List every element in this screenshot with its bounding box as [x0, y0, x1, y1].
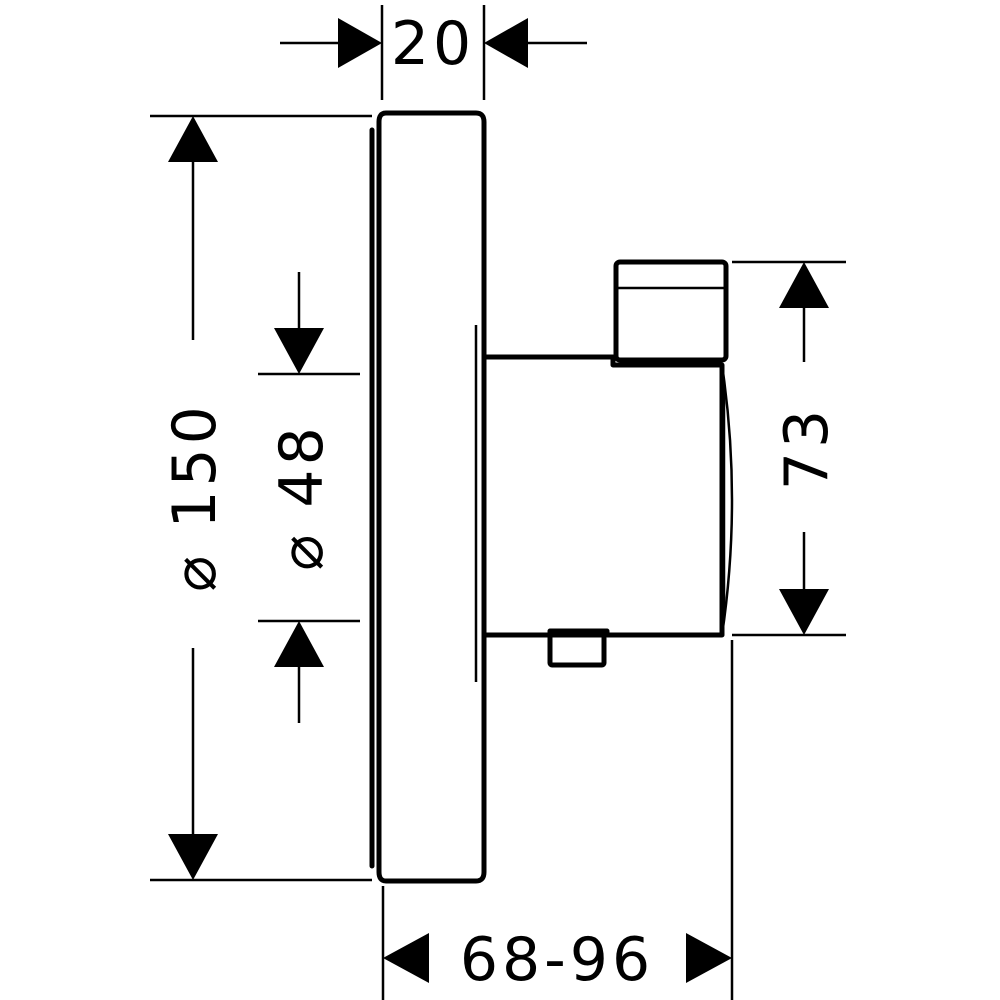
- dimension-depth-bottom: 68-96: [381, 640, 734, 1000]
- dimension-label-height: ⌀ 150: [160, 402, 230, 592]
- dimension-label-inner-diameter: ⌀ 48: [267, 423, 337, 571]
- arrow-left-icon: [484, 18, 528, 68]
- arrow-down-icon: [168, 834, 218, 880]
- dimension-height-right: 73: [732, 260, 846, 637]
- faceplate-outline: [376, 110, 487, 884]
- arrow-down-icon: [779, 589, 829, 635]
- arrow-up-icon: [168, 116, 218, 162]
- arrow-right-icon: [338, 18, 382, 68]
- dimension-width-top: 20: [280, 5, 587, 100]
- dimension-label-width: 20: [391, 9, 475, 79]
- valve-body: [481, 259, 734, 668]
- dimension-label-height-right: 73: [772, 406, 842, 490]
- faceplate: [369, 110, 487, 884]
- valve-body-outline: [481, 354, 725, 638]
- arrow-left-icon: [383, 933, 429, 983]
- valve-bottom-stub: [547, 632, 607, 668]
- arrow-right-icon: [686, 933, 732, 983]
- valve-right-curve: [720, 364, 734, 636]
- arrow-up-icon: [274, 621, 324, 667]
- arrow-up-icon: [779, 262, 829, 308]
- dimension-inner-diameter: ⌀ 48: [258, 272, 360, 723]
- arrow-down-icon: [274, 328, 324, 374]
- dimension-label-depth: 68-96: [460, 925, 654, 995]
- valve-top-knob: [613, 259, 729, 363]
- dimension-height-left: ⌀ 150: [150, 114, 372, 882]
